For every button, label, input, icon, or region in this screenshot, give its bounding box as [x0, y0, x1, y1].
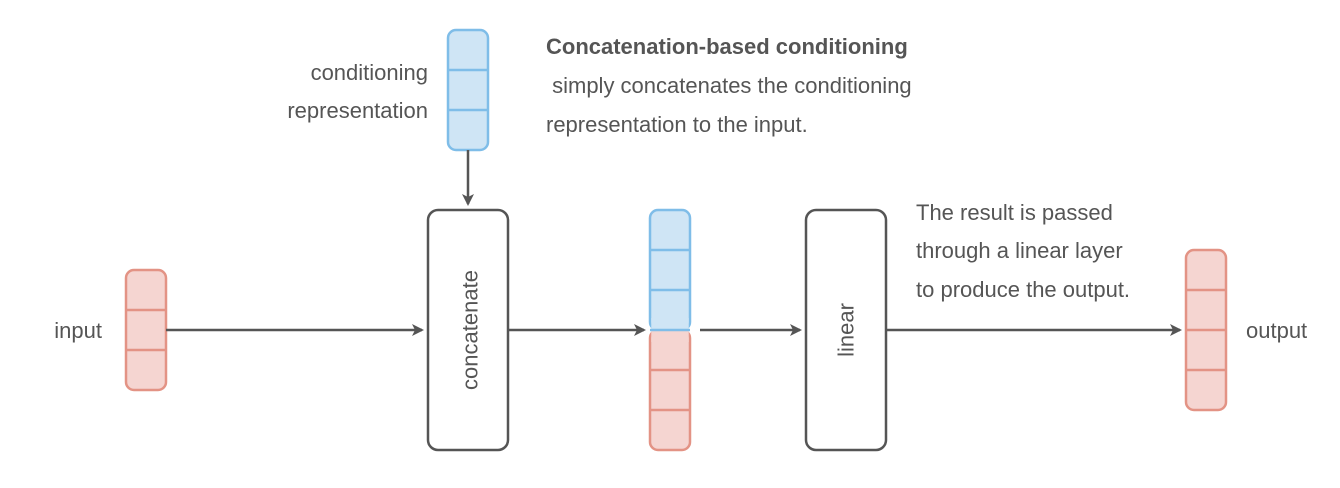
conditioning-vector: [446, 28, 490, 152]
annotation-right-line2: through a linear layer: [916, 238, 1123, 263]
annotation-right-line3: to produce the output.: [916, 277, 1130, 302]
annotation-top-line3: representation to the input.: [546, 112, 808, 137]
annotation-title: Concatenation-based conditioning: [546, 34, 908, 59]
input-label: input: [54, 318, 102, 343]
concatenate-box-label: concatenate: [458, 270, 483, 390]
concatenated-red-fill-patch: [651, 330, 689, 342]
output-label: output: [1246, 318, 1307, 343]
concatenate-box: concatenate: [426, 208, 510, 452]
conditioning-vector-body: [446, 28, 490, 152]
output-vector: [1184, 248, 1228, 412]
concatenated-vector: [648, 208, 692, 452]
annotation-right-line1: The result is passed: [916, 200, 1113, 225]
concatenated-blue-fill-patch: [651, 318, 689, 330]
input-vector-body: [124, 268, 168, 392]
linear-box: linear: [804, 208, 888, 452]
conditioning-label-line2: representation: [287, 98, 428, 123]
concatenated-blue-part: [648, 208, 692, 332]
concatenated-red-part: [648, 328, 692, 452]
conditioning-label-line1: conditioning: [311, 60, 428, 85]
annotation-top-line2: simply concatenates the conditioning: [546, 73, 912, 98]
linear-box-label: linear: [834, 303, 859, 357]
input-vector: [124, 268, 168, 392]
